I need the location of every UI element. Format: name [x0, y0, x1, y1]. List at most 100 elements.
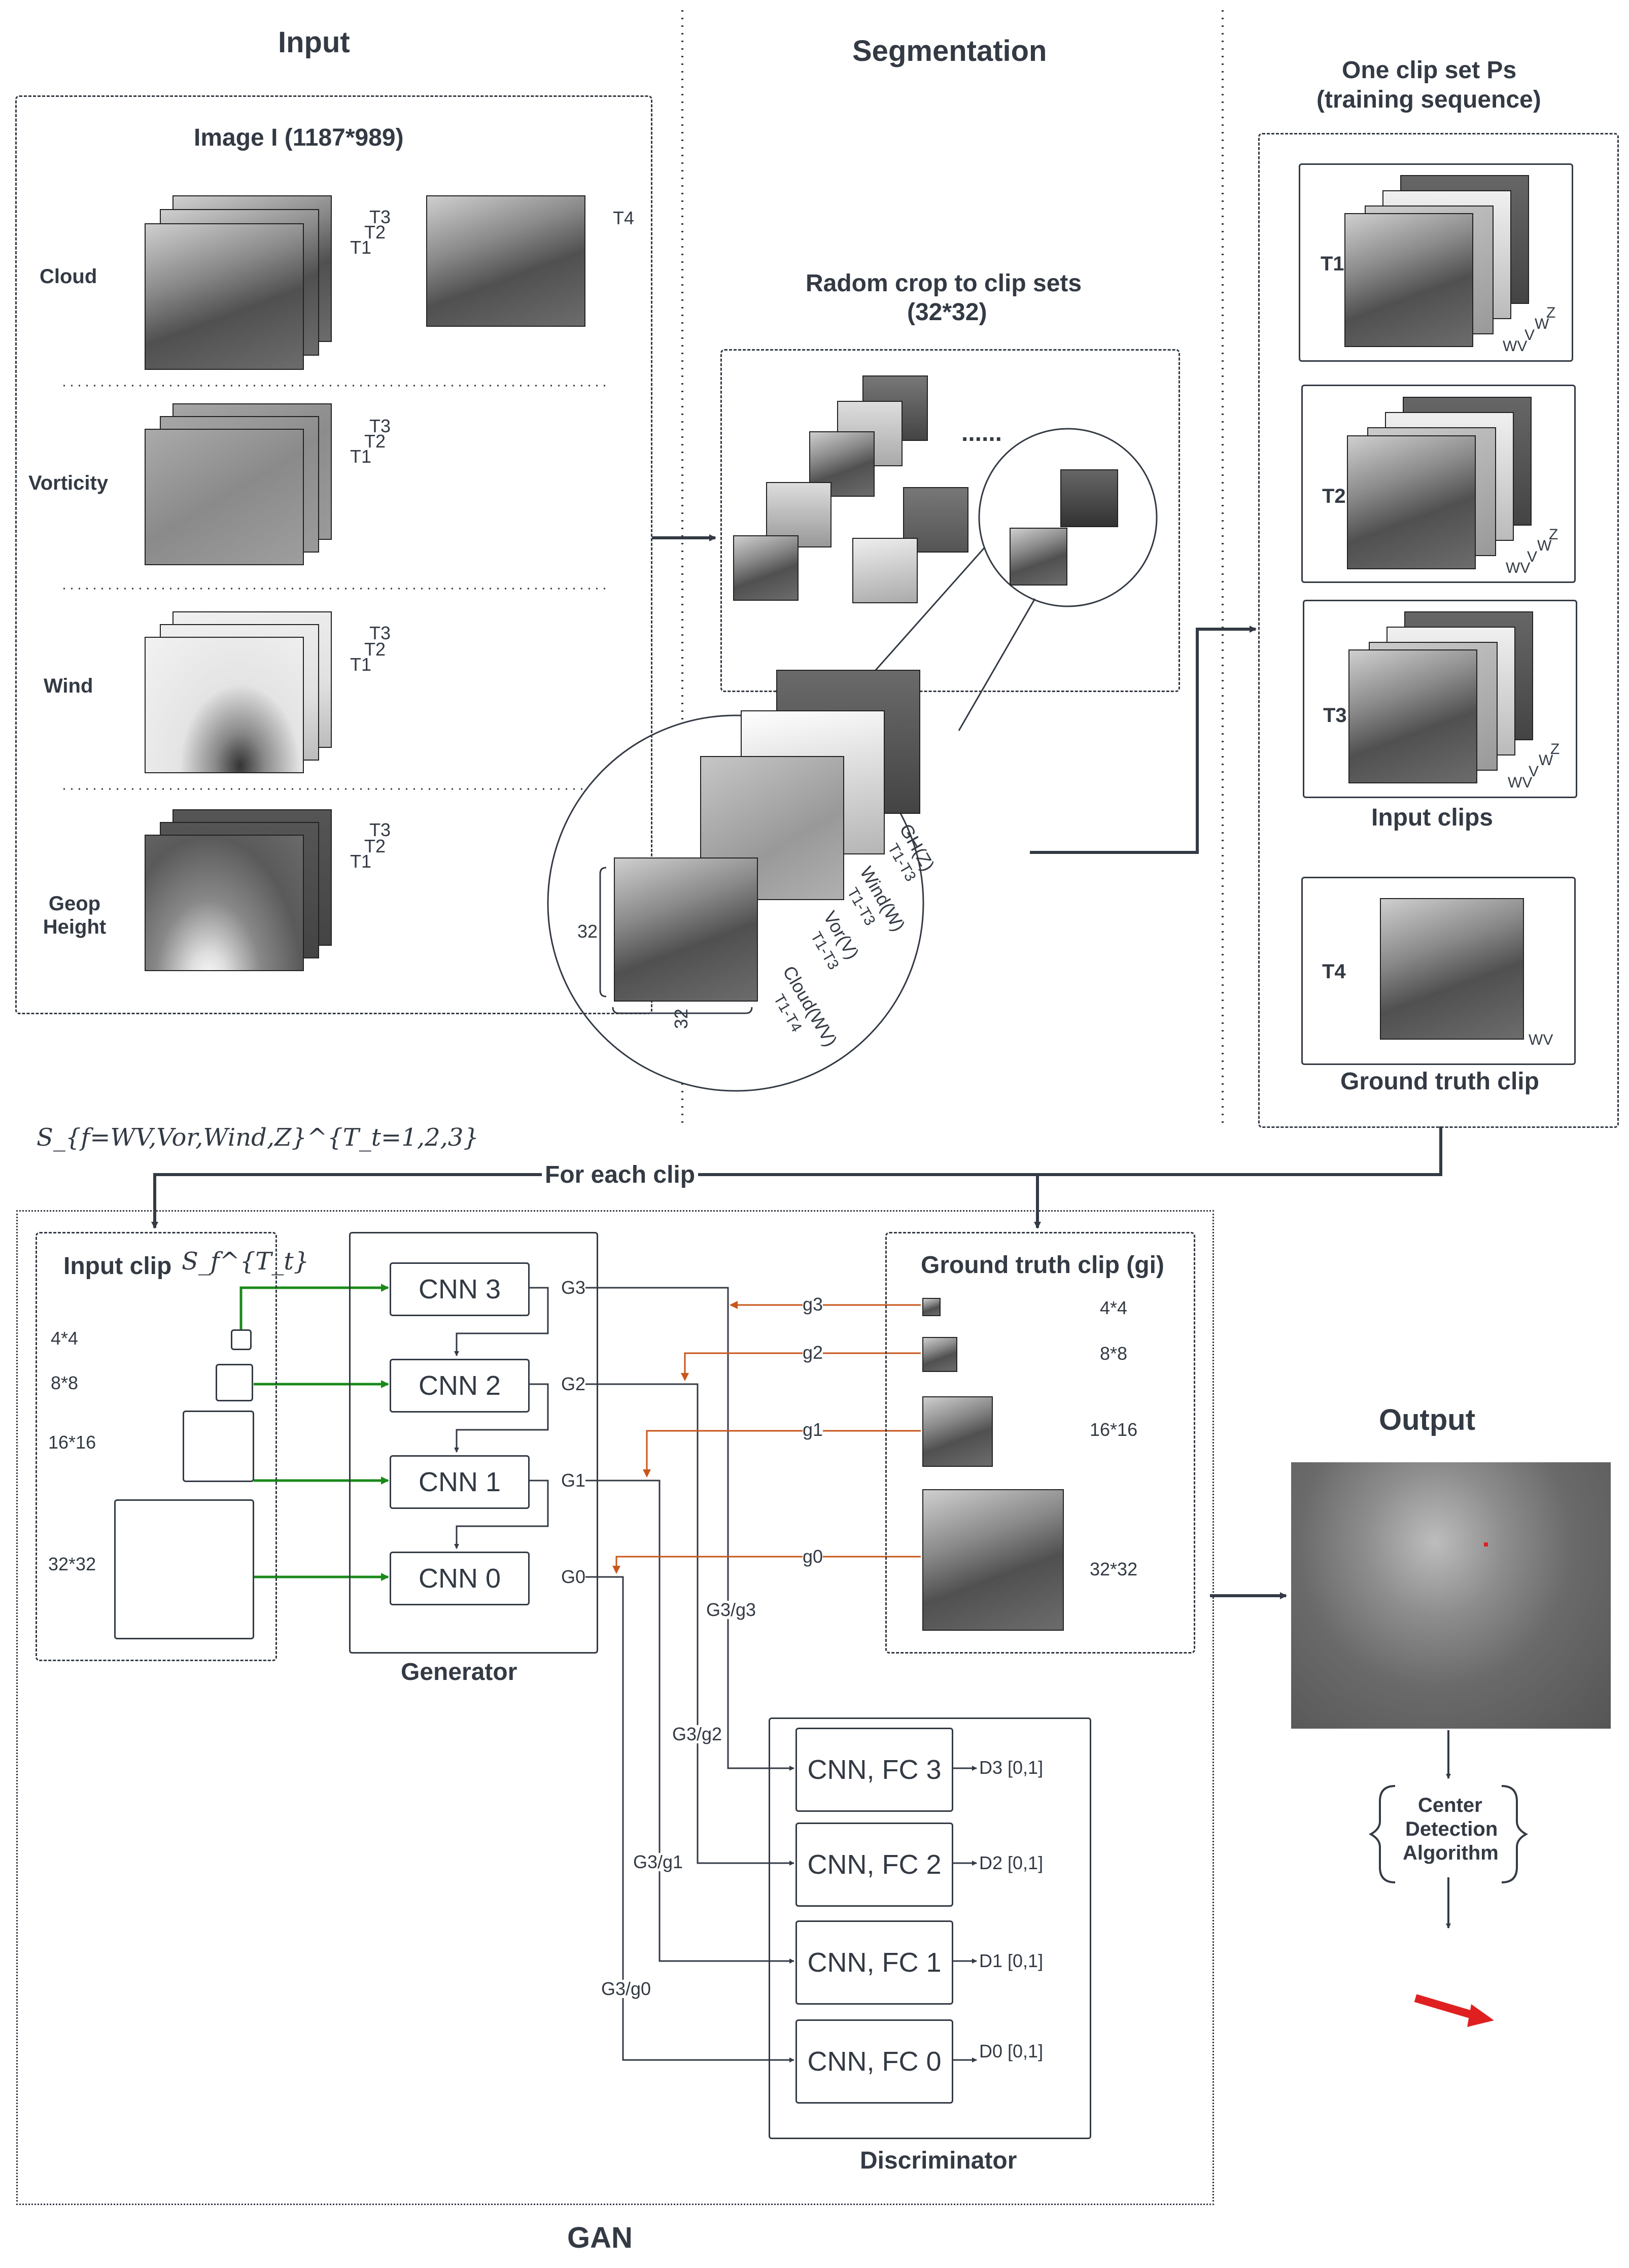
gan-formula: S_{f=WV,Vor,Wind,Z}^{T_t=1,2,3} [37, 1123, 479, 1152]
geop-frame-t1 [145, 835, 304, 971]
clip-set-title: One clip set Ps [1342, 57, 1517, 84]
pair-label-g3g0: G3/g0 [601, 1978, 651, 1999]
wind-t3-label: T3 [369, 623, 391, 643]
input-panel [15, 95, 652, 1014]
cloud-frame-t4 [426, 195, 585, 327]
pair-label-g3g2: G3/g2 [672, 1724, 722, 1744]
row-label-wind: Wind [44, 675, 93, 697]
discriminator-label: Discriminator [860, 2147, 1017, 2174]
pair-label-g3g3: G3/g3 [706, 1599, 756, 1620]
vorticity-frame-t1 [145, 429, 304, 565]
wind-t1-label: T1 [350, 654, 372, 675]
clip-frame-t1 [1299, 163, 1573, 362]
clip-set-panel [1258, 133, 1619, 1128]
t2-channel-wv: WV [1506, 560, 1531, 576]
input-clips-label: Input clips [1371, 804, 1493, 831]
row-label-vorticity: Vorticity [28, 472, 109, 494]
t3-channel-v: V [1529, 763, 1539, 780]
cloud-frame-t1 [145, 223, 304, 370]
gan-panel [16, 1210, 1214, 2205]
t2-channel-z: Z [1549, 526, 1558, 543]
t1-channel-v: V [1524, 327, 1535, 343]
truth-size-32: 32*32 [1090, 1559, 1138, 1579]
input-square-4 [231, 1329, 252, 1350]
t3-channel-wv: WV [1508, 774, 1533, 791]
t1-channel-wv: WV [1503, 338, 1528, 355]
dim-vertical: 32 [577, 921, 598, 942]
clip-stack-3-front [852, 538, 918, 603]
gen-output-g3: G3 [561, 1277, 586, 1298]
input-square-8 [216, 1364, 253, 1401]
cloud-t3-label: T3 [369, 207, 391, 227]
crop-title: Radom crop to clip sets [806, 270, 1082, 297]
truth-image-4 [922, 1298, 941, 1316]
gen-output-g0: G0 [561, 1566, 586, 1587]
for-each-clip-label: For each clip [542, 1163, 699, 1187]
algo-line-2: Detection [1405, 1818, 1498, 1840]
generator-cnn-1: CNN 1 [390, 1455, 530, 1509]
input-square-32 [114, 1499, 254, 1639]
crop-panel [720, 349, 1180, 692]
truth-image-16 [922, 1396, 993, 1467]
t4-channel-wv: WV [1529, 1032, 1553, 1048]
t2-wv-layer [1347, 435, 1476, 569]
clip-frame-t3-label: T3 [1323, 704, 1347, 727]
clip-stack-2-front [733, 535, 799, 601]
size-label-32: 32*32 [48, 1554, 96, 1574]
disc-output-d1: D1 [0,1] [979, 1950, 1044, 1971]
truth-image-32 [922, 1489, 1064, 1631]
cloud-t2-label: T2 [364, 222, 386, 243]
size-label-4: 4*4 [51, 1328, 79, 1349]
cloud-t4-label: T4 [613, 208, 635, 228]
generator-panel [349, 1232, 598, 1654]
ground-truth-clip-label: Ground truth clip [1340, 1068, 1539, 1095]
vorticity-t3-label: T3 [369, 416, 391, 436]
crop-size: (32*32) [907, 299, 987, 326]
row-label-geop-height: Geop Height [43, 892, 107, 938]
stack-cloud-frame [614, 857, 758, 1002]
crop-ellipsis: ...... [961, 420, 1002, 446]
algo-line-3: Algorithm [1403, 1842, 1499, 1864]
clip-stack-4-front [1010, 528, 1067, 586]
truth-size-8: 8*8 [1100, 1343, 1128, 1364]
t3-wv-layer [1348, 649, 1477, 783]
input-clip-symbol: S_f^{T_t} [182, 1247, 309, 1276]
input-clip-panel [36, 1232, 277, 1661]
ground-truth-panel [885, 1232, 1195, 1654]
t2-channel-v: V [1527, 548, 1538, 565]
size-label-8: 8*8 [51, 1372, 79, 1393]
discriminator-cnn-fc-0: CNN, FC 0 [795, 2019, 953, 2104]
clip-frame-t3 [1303, 600, 1577, 798]
clip-frame-t2 [1301, 385, 1576, 583]
image-title: Image I (1187*989) [194, 124, 404, 151]
cloud-t1-label: T1 [350, 237, 372, 258]
t3-channel-z: Z [1550, 741, 1560, 758]
generator-label: Generator [401, 1659, 517, 1686]
truth-label-g2: g2 [803, 1342, 823, 1363]
generator-cnn-3: CNN 3 [390, 1262, 530, 1316]
t3-channel-w: W [1539, 752, 1553, 769]
vorticity-t1-label: T1 [350, 446, 372, 467]
t1-channel-w: W [1535, 316, 1549, 332]
vorticity-t2-label: T2 [364, 431, 386, 452]
pair-label-g3g1: G3/g1 [633, 1851, 683, 1872]
disc-output-d0: D0 [0,1] [979, 2041, 1044, 2061]
section-title-output: Output [1379, 1403, 1476, 1436]
input-clip-title: Input clip [63, 1253, 172, 1280]
discriminator-panel [769, 1717, 1091, 2139]
t4-wv-layer [1380, 898, 1524, 1040]
clip-frame-t4-label: T4 [1322, 960, 1346, 983]
truth-size-4: 4*4 [1100, 1297, 1128, 1318]
truth-label-g0: g0 [803, 1546, 823, 1567]
row-label-cloud: Cloud [40, 265, 97, 288]
discriminator-cnn-fc-2: CNN, FC 2 [795, 1823, 953, 1907]
clip-set-subtitle: (training sequence) [1316, 86, 1541, 113]
discriminator-cnn-fc-3: CNN, FC 3 [795, 1728, 953, 1812]
geop-t1-label: T1 [350, 851, 372, 872]
input-square-16 [183, 1411, 254, 1482]
wind-t2-label: T2 [364, 639, 386, 660]
section-title-segmentation: Segmentation [852, 35, 1047, 67]
t2-channel-w: W [1537, 537, 1552, 554]
gen-output-g1: G1 [561, 1470, 586, 1491]
